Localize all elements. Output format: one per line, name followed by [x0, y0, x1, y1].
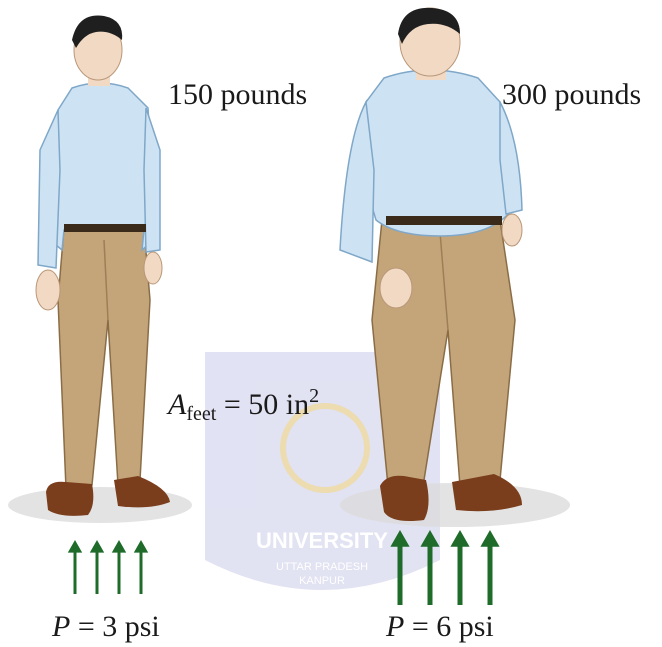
pressure-label-light: P = 3 psi [52, 610, 160, 644]
weight-label-heavy: 300 pounds [502, 78, 641, 112]
arrow-light-head-3 [112, 540, 126, 553]
belt-heavy [386, 216, 502, 225]
area-label: Afeet = 50 in2 [168, 388, 319, 422]
arrow-heavy-head-4 [480, 530, 499, 547]
belt-light [64, 224, 146, 232]
shoe-light-right [114, 476, 170, 507]
pressure-value-light: = 3 psi [70, 610, 159, 643]
pressure-symbol-heavy: P [386, 610, 404, 643]
hand-light-left [36, 270, 60, 310]
arm-light-right [144, 108, 160, 252]
pressure-symbol-light: P [52, 610, 70, 643]
watermark-line3: KANPUR [299, 575, 345, 587]
pressure-arrows-light [68, 540, 148, 594]
shirt-heavy [364, 70, 513, 236]
arrow-light-head-2 [90, 540, 104, 553]
shoe-heavy-left [380, 476, 429, 521]
arrow-light-head-4 [134, 540, 148, 553]
person-light [36, 16, 170, 516]
hand-light-right [144, 252, 162, 284]
area-symbol: A [168, 388, 186, 421]
hand-heavy-left [380, 268, 412, 308]
area-exponent: 2 [309, 385, 319, 407]
pressure-label-heavy: P = 6 psi [386, 610, 494, 644]
arrow-heavy-head-3 [450, 530, 469, 547]
watermark-line1: UNIVERSITY [256, 528, 388, 553]
weight-label-light: 150 pounds [168, 78, 307, 112]
shoe-light-left [46, 482, 93, 516]
arrow-light-head-1 [68, 540, 82, 553]
hand-heavy-right [502, 214, 522, 246]
arm-heavy-left [340, 102, 374, 262]
pants-heavy [372, 220, 515, 486]
area-value: = 50 in [224, 388, 309, 421]
watermark-line2: UTTAR PRADESH [276, 561, 368, 573]
pants-light [58, 228, 150, 488]
area-subscript: feet [186, 403, 216, 425]
pressure-value-heavy: = 6 psi [404, 610, 493, 643]
arm-light-left [38, 110, 60, 268]
